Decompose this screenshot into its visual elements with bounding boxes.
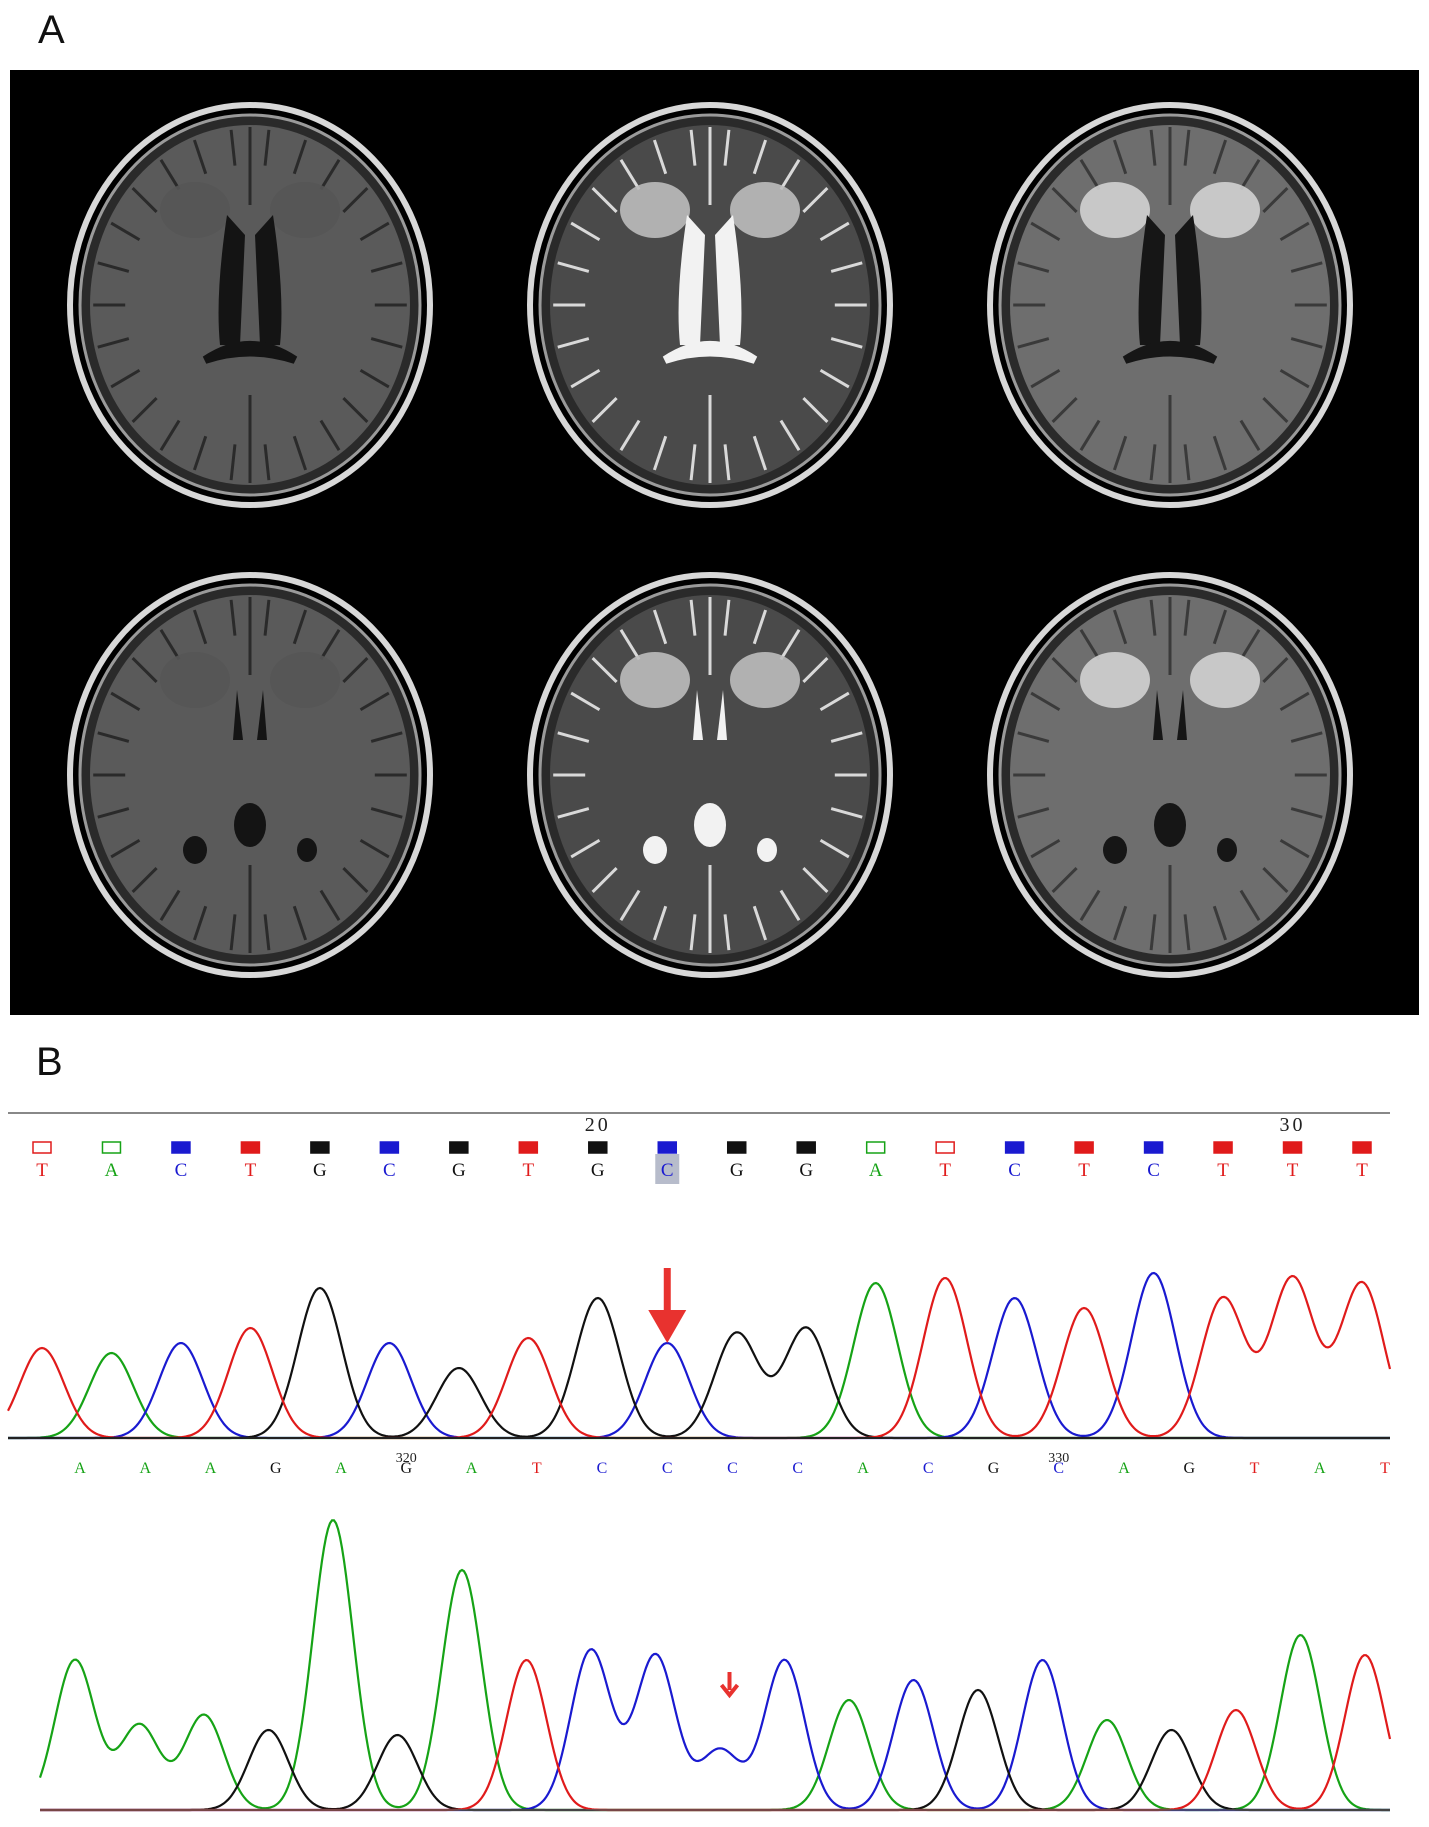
trace-c-curve [40,1648,1390,1812]
mutation-arrowhead-2 [719,1683,740,1699]
base-call-label: A [1118,1460,1130,1477]
base-quality-marker [1004,1141,1025,1154]
base-quality-marker [32,1141,52,1154]
base-call-label: C [383,1160,396,1181]
base-call-label: T [245,1160,257,1181]
base-quality-marker [726,1141,747,1154]
base-call-label: A [139,1460,151,1477]
base-call-label: C [1008,1160,1021,1181]
panel-b-label: B [36,1040,63,1084]
base-call-label: C [792,1460,803,1477]
base-call-label: C [727,1460,738,1477]
base-call-label: T [36,1160,48,1181]
sequencing-panel: 20 30T A C T G C G T G C G G A T C T C T T T A A A G A G A T C C C C A C G… [7,1112,1392,1812]
base-quality-marker [865,1141,886,1154]
highlighted-base-box [655,1154,680,1184]
base-quality-marker [1282,1141,1303,1154]
base-call-label: G [452,1160,466,1181]
mri-slice-t2-2 [527,572,893,978]
mutation-arrowhead-1 [648,1310,687,1343]
base-call-label: G [988,1460,1000,1477]
base-call-label: C [661,1160,674,1181]
base-quality-marker [1074,1141,1094,1154]
base-call-label: C [923,1460,934,1477]
mri-slice-flair-1 [987,102,1353,508]
base-quality-marker [310,1141,330,1154]
base-call-label: T [1356,1160,1368,1181]
base-call-label: T [1380,1460,1390,1477]
trace-t-curve [40,1654,1392,1812]
base-call-label: T [939,1160,951,1181]
base-call-label: A [205,1460,217,1477]
base-quality-marker [657,1141,678,1154]
base-call-label: G [730,1160,744,1181]
mri-slice-t2-1 [527,102,893,508]
trace-2-tick-label: 320 [396,1451,417,1466]
base-call-label: G [313,1160,327,1181]
base-quality-marker [240,1141,261,1154]
base-quality-marker [935,1141,955,1154]
base-call-label: G [270,1460,282,1477]
mri-slice-t1-1 [67,102,433,508]
base-call-label: C [662,1460,673,1477]
base-quality-marker [379,1141,400,1154]
chromatogram-trace-2: A A A G A G A T C C C C A C G C A G T A T 320 330 [38,1451,1392,1812]
trace-g-curve [8,1286,1390,1440]
base-call-label: G [1183,1460,1195,1477]
base-call-label: A [335,1460,347,1477]
trace-1-tick-label: 30 [1280,1114,1306,1136]
mri-slice-t1-2 [67,572,433,978]
base-call-label: T [532,1460,542,1477]
trace-c-curve [8,1271,1390,1440]
base-call-label: T [1250,1460,1260,1477]
base-call-label: A [1314,1460,1326,1477]
mri-slice-flair-2 [987,572,1353,978]
base-call-label: A [105,1160,119,1181]
base-call-label: A [857,1460,869,1477]
base-call-label: C [1053,1460,1064,1477]
base-quality-marker [449,1141,469,1154]
base-call-label: C [1147,1160,1160,1181]
chromatogram-trace-1: 20 30T A C T G C G T G C G G A T C T C T T T [7,1112,1392,1440]
base-quality-marker [1352,1141,1372,1154]
base-quality-marker [518,1141,539,1154]
base-call-label: C [597,1460,608,1477]
base-quality-marker [101,1141,122,1154]
trace-1-tick-label: 20 [585,1114,611,1136]
base-quality-marker [796,1141,816,1154]
base-call-label: A [869,1160,883,1181]
base-call-label: G [400,1460,412,1477]
base-call-label: C [175,1160,188,1181]
base-call-label: G [799,1160,813,1181]
trace-2-tick-label: 330 [1048,1451,1069,1466]
base-quality-marker [1213,1141,1233,1154]
mri-panel [10,70,1419,1015]
base-call-label: T [1287,1160,1299,1181]
trace-a-curve [38,1519,1390,1812]
panel-a-label: A [38,8,65,52]
base-call-label: T [1078,1160,1090,1181]
base-quality-marker [1143,1141,1164,1154]
base-call-label: T [1217,1160,1229,1181]
base-call-label: T [523,1160,535,1181]
base-quality-marker [171,1141,191,1154]
base-call-label: A [74,1460,86,1477]
base-call-label: G [591,1160,605,1181]
base-call-label: A [466,1460,478,1477]
base-quality-marker [588,1141,608,1154]
